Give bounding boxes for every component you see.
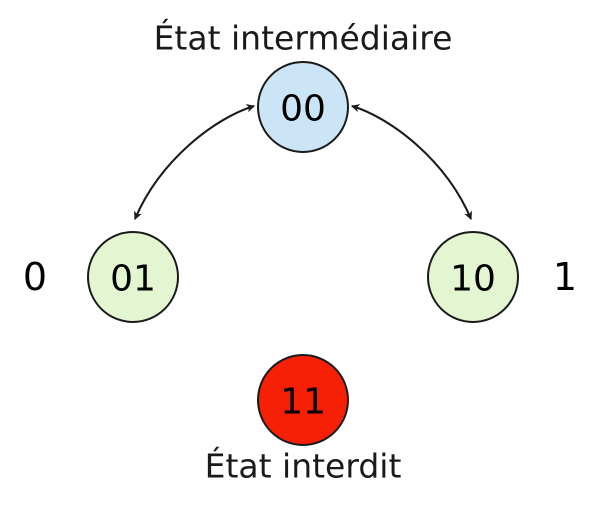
state-label-01: 01 xyxy=(110,259,156,300)
bottom-caption: État interdit xyxy=(205,446,402,486)
state-node-10[interactable]: 10 xyxy=(427,231,519,323)
state-circle-11[interactable] xyxy=(257,354,349,446)
transition-00-10 xyxy=(350,104,472,220)
input-label-right-1: 1 xyxy=(553,255,577,299)
state-circle-10[interactable] xyxy=(427,231,519,323)
state-label-11: 11 xyxy=(280,382,326,423)
state-node-01[interactable]: 01 xyxy=(87,231,179,323)
state-circle-01[interactable] xyxy=(87,231,179,323)
top-caption: État intermédiaire xyxy=(154,18,453,58)
transition-00-01 xyxy=(134,104,256,220)
input-label-left-0: 0 xyxy=(23,255,47,299)
transition-arrows xyxy=(134,104,472,220)
state-node-11[interactable]: 11 xyxy=(257,354,349,446)
state-label-00: 00 xyxy=(280,89,326,130)
state-node-00[interactable]: 00 xyxy=(257,61,349,153)
state-label-10: 10 xyxy=(450,259,496,300)
state-circle-00[interactable] xyxy=(257,61,349,153)
